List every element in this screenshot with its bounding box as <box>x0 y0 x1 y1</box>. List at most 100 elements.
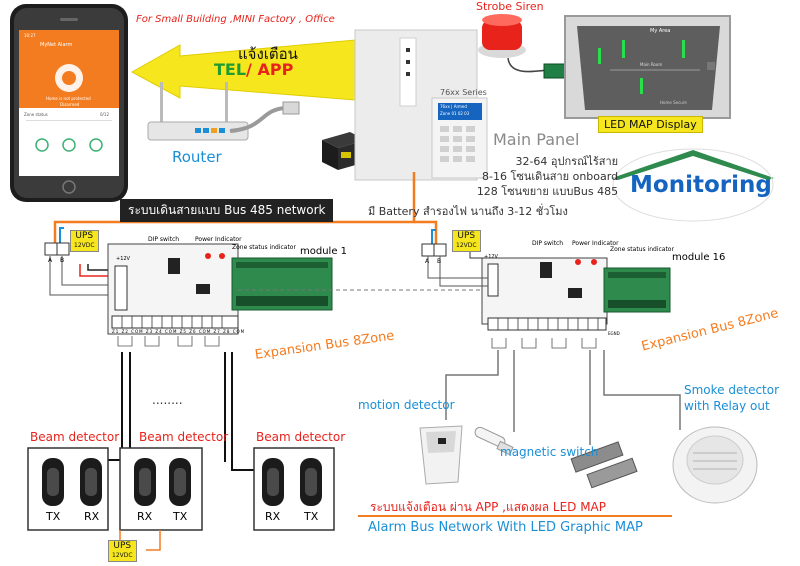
beam1-left: TX <box>46 510 61 523</box>
ups-module1-sub: 12VDC <box>74 242 95 249</box>
beam3-label: Beam detector <box>256 430 346 444</box>
siren-label: Strobe Siren <box>476 0 544 13</box>
motion-label: motion detector <box>358 398 455 412</box>
module-16-board <box>481 257 671 331</box>
smoke-label: Smoke detector with Relay out <box>684 382 779 414</box>
led-map-label: LED MAP Display <box>598 116 703 133</box>
terminal-b-m1: B <box>60 257 65 264</box>
router-label: Router <box>172 148 222 166</box>
ups-beams: UPS 12VDC <box>108 540 137 562</box>
phone-sub-status: Disarmed <box>60 102 80 107</box>
footer-english: Alarm Bus Network With LED Graphic MAP <box>368 520 643 535</box>
led-map-display <box>564 15 731 119</box>
m16-egnd-label: EGND <box>608 331 620 336</box>
beam2-label: Beam detector <box>139 430 229 444</box>
panel-spec-2: 8-16 โซนเดินสาย onboard <box>482 170 619 183</box>
ups-beams-label: UPS <box>113 541 132 551</box>
panel-specs: 32-64 อุปกรณ์ไร้สาย 8-16 โซนเดินสาย onbo… <box>470 154 618 199</box>
panel-title: Main Panel <box>493 130 580 149</box>
phone-zone-value: 0/12 <box>100 112 109 117</box>
magnetic-label: magnetic switch <box>500 445 599 459</box>
m1-name: module 1 <box>300 246 348 257</box>
m1-term-8: Z6 <box>189 329 197 334</box>
m16-dip-label: DIP switch <box>532 240 564 247</box>
alert-app: APP <box>257 60 294 79</box>
m1-term-11: Z8 <box>223 329 231 334</box>
panel-lcd-line2: Zone 01 02 03 <box>440 111 470 116</box>
beam-continuation-dots: ........ <box>152 393 183 407</box>
m1-terminal-labels: Z1 Z2 COM Z3 Z4 COM Z5 Z6 COM Z7 Z8 COM <box>112 329 245 334</box>
led-map-brand: Home Secure <box>660 100 687 105</box>
smoke-detector <box>672 426 758 504</box>
smoke-label-line1: Smoke detector <box>684 383 780 397</box>
module-1-board <box>107 243 333 335</box>
m1-term-4: Z3 <box>145 329 154 334</box>
led-map-area-title: My Area <box>650 28 671 34</box>
motion-detector <box>419 425 463 485</box>
m1-dip-label: DIP switch <box>148 236 180 243</box>
beam2-left: RX <box>137 510 153 523</box>
ups-module1: UPS 12VDC <box>70 230 99 252</box>
m1-term-2: Z2 <box>121 329 129 334</box>
bus-network-label: ระบบเดินสายแบบ Bus 485 network <box>120 199 334 222</box>
m16-voltage-label: +12V <box>484 254 498 260</box>
beam-detector-3 <box>253 447 335 531</box>
terminal-a-m1: A <box>48 257 53 264</box>
panel-spec-1: 32-64 อุปกรณ์ไร้สาย <box>515 155 619 168</box>
alert-slash: / <box>246 60 252 79</box>
smartphone <box>10 4 128 202</box>
alert-tel: TEL <box>214 60 247 79</box>
terminal-b-m16: B <box>437 258 442 265</box>
m1-zone-status-label: Zone status indicator <box>232 244 296 251</box>
m1-power-label: Power Indicator <box>195 236 242 243</box>
beam2-right: TX <box>173 510 188 523</box>
m1-term-3: COM <box>131 329 144 334</box>
beam3-left: RX <box>265 510 281 523</box>
footer-thai: ระบบแจ้งเตือน ผ่าน APP ,แสดงผล LED MAP <box>370 500 606 514</box>
panel-spec-4: มี Battery สำรองไฟ นานถึง 3-12 ชั่วโมง <box>368 205 568 218</box>
m1-term-6: COM <box>165 329 178 334</box>
m16-power-label: Power Indicator <box>572 240 619 247</box>
bus-485-cable <box>53 172 438 245</box>
smoke-label-line2: with Relay out <box>684 399 770 413</box>
terminal-a-m16: A <box>425 258 430 265</box>
beam3-right: TX <box>304 510 319 523</box>
magnetic-contact-small <box>474 426 514 456</box>
beam-detector-2 <box>119 447 203 531</box>
ups-module16: UPS 12VDC <box>452 230 481 252</box>
m1-term-1: Z1 <box>112 329 120 334</box>
magnetic-contact-large <box>570 441 638 489</box>
ups-module16-label: UPS <box>457 231 476 241</box>
led-map-room-label: Main Room <box>640 62 663 67</box>
m1-term-12: COM <box>232 329 246 334</box>
beam1-label: Beam detector <box>30 430 120 444</box>
module-1-terminals <box>121 316 223 328</box>
phone-app-title: MyNet Alarm <box>40 42 73 48</box>
m16-zone-status-label: Zone status indicator <box>610 246 674 253</box>
m1-term-9: COM <box>198 329 212 334</box>
monitoring-roof <box>612 150 774 180</box>
router <box>147 82 249 141</box>
panel-lcd-line1: 76xx | Armed <box>440 104 467 109</box>
m1-term-5: Z4 <box>155 329 163 334</box>
header-subtitle: For Small Building ,MINI Factory , Offic… <box>136 14 335 25</box>
alert-channels: TEL/ APP <box>214 60 293 79</box>
panel-spec-3: 128 โซนขยาย แบบBus 485 <box>476 185 619 198</box>
module-16-terminals <box>497 318 599 330</box>
ups-beams-sub: 12VDC <box>112 552 133 559</box>
beam-detector-1 <box>27 447 109 531</box>
main-panel <box>354 29 488 181</box>
beam1-right: RX <box>84 510 100 523</box>
ups-module1-label: UPS <box>75 231 94 241</box>
phone-zone-label: Zone status <box>24 112 48 117</box>
m1-voltage-label: +12V <box>116 256 130 262</box>
ups-module16-sub: 12VDC <box>456 242 477 249</box>
monitoring-label: Monitoring <box>630 172 772 198</box>
alert-thai-label: แจ้งเตือน <box>238 45 298 63</box>
panel-series: 76xx Series <box>440 88 487 97</box>
strobe-siren <box>478 14 526 58</box>
m16-name: module 16 <box>672 252 726 263</box>
phone-status: Home is not protected <box>46 96 91 101</box>
